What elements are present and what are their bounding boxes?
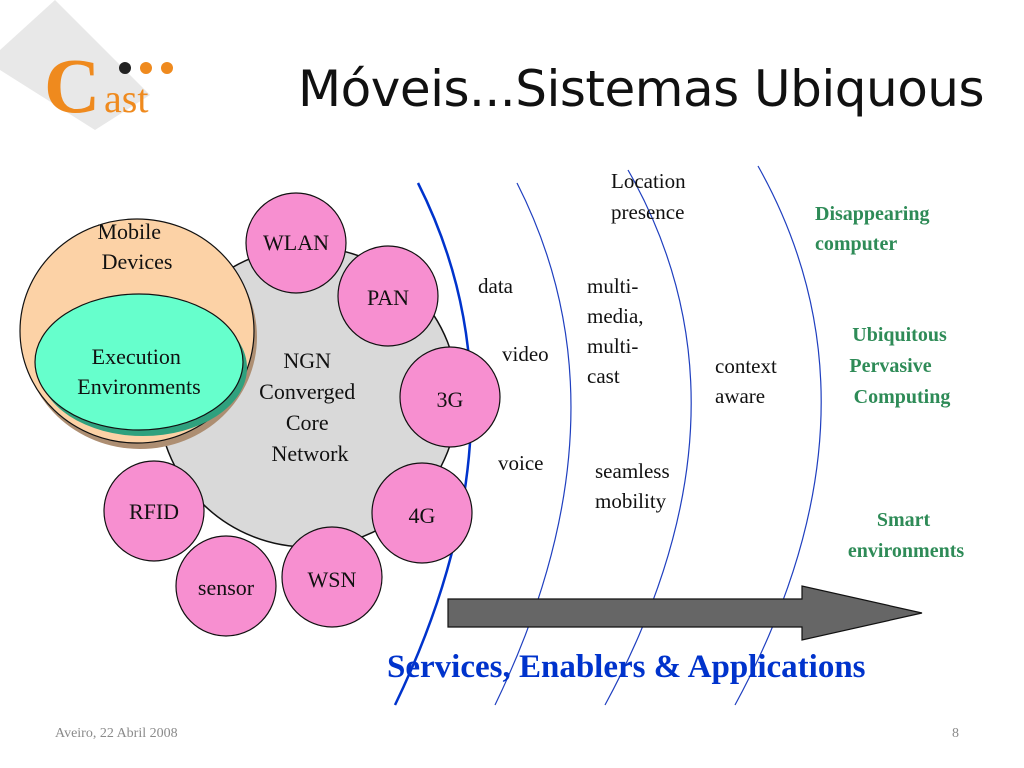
- svg-text:WLAN: WLAN: [263, 230, 329, 255]
- label-ubiquitous-pervasive-computing: Ubiquitous Pervasive Computing: [849, 324, 951, 408]
- footer-date: Aveiro, 22 Abril 2008: [55, 726, 178, 741]
- node-pan: PAN: [337, 245, 439, 347]
- wave-label-video: video: [502, 342, 549, 366]
- label-smart-environments: Smart environments: [848, 509, 965, 562]
- svg-text:WSN: WSN: [308, 567, 357, 592]
- services-arrow: [447, 585, 923, 641]
- mobile-devices-label: Mobile Devices: [97, 219, 172, 274]
- node-wlan: WLAN: [245, 192, 347, 294]
- logo-dot-2: [140, 62, 152, 74]
- svg-text:PAN: PAN: [367, 285, 409, 310]
- cast-logo: C ast: [0, 0, 173, 130]
- wave-label-voice: voice: [498, 451, 543, 475]
- wave-label-data: data: [478, 274, 514, 298]
- node-4g: 4G: [371, 462, 473, 564]
- node-3g: 3G: [399, 346, 501, 448]
- logo-background-diamond: [0, 0, 150, 130]
- svg-text:3G: 3G: [437, 387, 464, 412]
- core-network-label: NGN Converged Core Network: [259, 348, 361, 466]
- wave-label-context-aware: context aware: [715, 354, 782, 408]
- svg-text:4G: 4G: [409, 503, 436, 528]
- logo-letter-c: C: [44, 42, 100, 129]
- services-caption: Services, Enablers & Applications: [387, 649, 866, 685]
- logo-dot-3: [161, 62, 173, 74]
- execution-environments-ellipse: [34, 293, 244, 431]
- wave-label-seamless-mobility: seamless mobility: [595, 459, 675, 513]
- wave-label-location-presence: Location presence: [611, 169, 691, 224]
- svg-text:sensor: sensor: [198, 575, 255, 600]
- logo-text: ast: [104, 76, 148, 121]
- wave-label-multimedia: multi- media, multi- cast: [587, 274, 649, 388]
- execution-environments-label: Execution Environments: [77, 344, 200, 399]
- logo-dot-1: [119, 62, 131, 74]
- slide-title: Móveis...Sistemas Ubiquous: [298, 60, 985, 118]
- node-rfid: RFID: [103, 460, 205, 562]
- node-wsn: WSN: [281, 526, 383, 628]
- node-sensor: sensor: [175, 535, 277, 637]
- svg-text:RFID: RFID: [129, 499, 179, 524]
- label-disappearing-computer: Disappearing computer: [815, 203, 934, 255]
- footer-page-number: 8: [952, 726, 959, 741]
